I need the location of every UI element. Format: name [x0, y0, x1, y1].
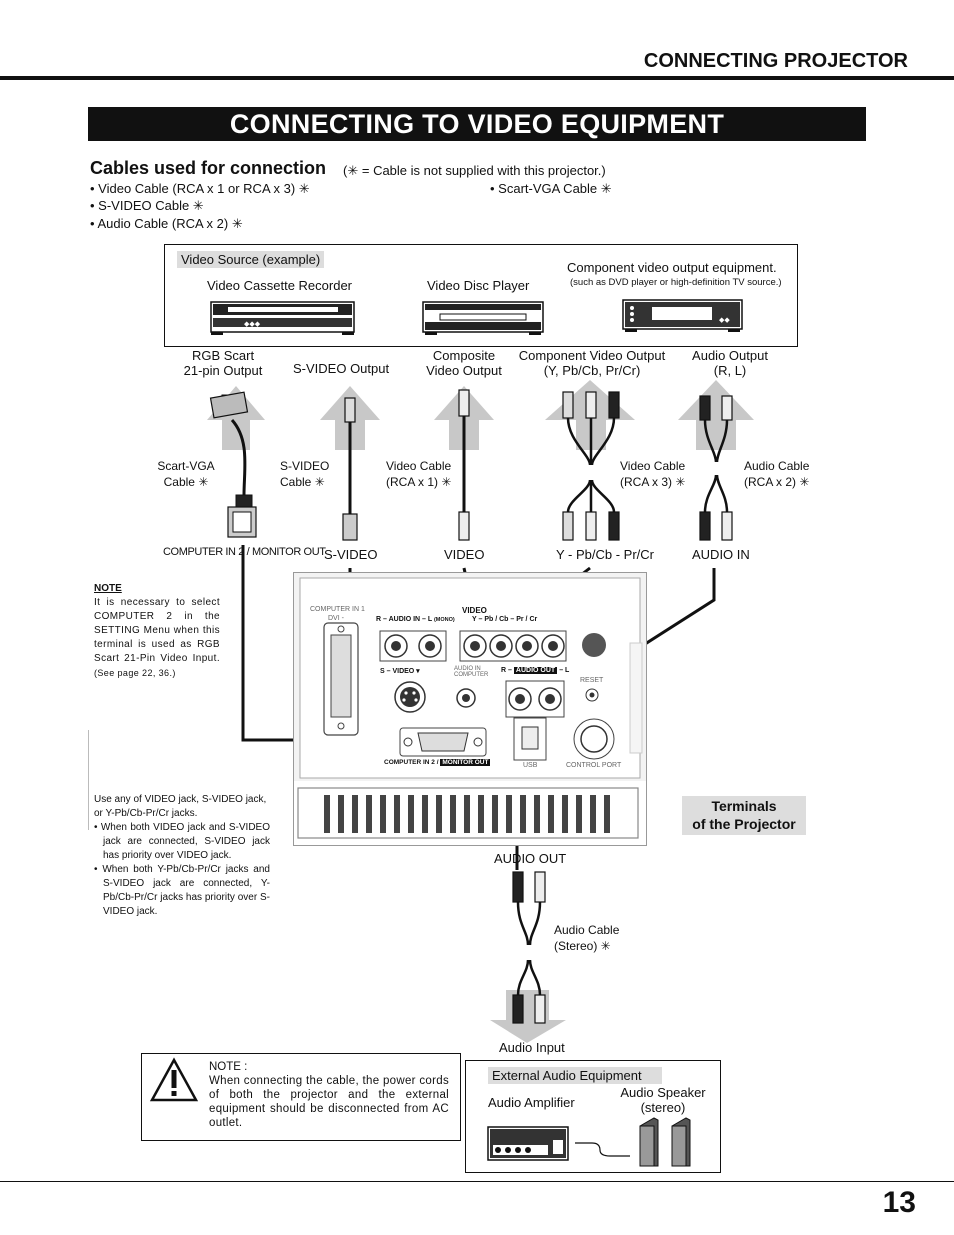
component-cable [562, 391, 620, 541]
audio-cable-rca2-label: Audio Cable(RCA x 2) ✳ [744, 459, 810, 489]
page-title: CONNECTING TO VIDEO EQUIPMENT [88, 107, 866, 141]
audio-out-label: AUDIO OUT [494, 851, 567, 866]
panel-reset: RESET [580, 677, 604, 684]
video-cable-rca1-label: Video Cable(RCA x 1) ✳ [386, 459, 452, 489]
video-source-label: Video Source (example) [177, 251, 325, 268]
disc-player-label: Video Disc Player [427, 278, 530, 293]
cables-heading: Cables used for connection [90, 158, 327, 178]
projector-terminal-panel: COMPUTER IN 1 DVI - R – AUDIO IN – L (MO… [293, 572, 647, 846]
speaker-left [639, 1117, 659, 1167]
svideo-in-label: S-VIDEO [324, 547, 378, 562]
note-scart: NOTE It is necessary to select COMPUTER … [94, 583, 220, 678]
footer-rule [0, 1181, 954, 1182]
video-in-label: VIDEO [444, 547, 485, 562]
panel-dvi: DVI - [328, 615, 344, 622]
audio-input-label: Audio Input [499, 1040, 565, 1055]
speaker-wire [575, 1142, 630, 1157]
vcr-device: ◆◆◆ [210, 301, 355, 335]
note-priority: Use any of VIDEO jack, S-VIDEO jack, or … [94, 794, 270, 917]
page-number: 13 [882, 1186, 916, 1219]
panel-computer2: COMPUTER IN 2 / MONITOR OUT [384, 759, 491, 766]
video-source-box [164, 244, 798, 347]
panel-control-port: CONTROL PORT [566, 762, 622, 769]
panel-svideo: S – VIDEO ▾ [380, 668, 420, 675]
external-audio-label: External Audio Equipment [488, 1067, 662, 1084]
svideo-cable [342, 397, 358, 541]
panel-ypbpr: Y – Pb / Cb – Pr / Cr [472, 616, 538, 623]
panel-video: VIDEO [462, 606, 487, 615]
audio-in-label: AUDIO IN [692, 547, 750, 562]
panel-audio-out: R –AUDIO OUT– L [501, 667, 570, 674]
component-equipment-sub: (such as DVD player or high-definition T… [570, 277, 782, 288]
audio-cable-stereo-label: Audio Cable(Stereo) ✳ [554, 923, 620, 953]
warning-note-box [141, 1053, 461, 1141]
output-arrows [207, 380, 754, 450]
component-output-label: Component Video Output(Y, Pb/Cb, Pr/Cr) [518, 348, 666, 378]
video-cable-rca3-label: Video Cable(RCA x 3) ✳ [620, 459, 686, 489]
header-rule [0, 76, 954, 80]
vcr-label: Video Cassette Recorder [207, 278, 353, 293]
cable-mark: ✳ [347, 163, 359, 178]
panel-audio-in: R – AUDIO IN – L (MONO) [376, 616, 455, 623]
amplifier-device [487, 1126, 569, 1161]
svg-text:◆◆◆: ◆◆◆ [244, 321, 261, 328]
component-equipment-label: Component video output equipment. [567, 260, 777, 275]
audio-output-label: Audio Output(R, L) [692, 348, 768, 378]
svg-text:◆◆: ◆◆ [719, 317, 730, 324]
disc-player-device [422, 301, 544, 335]
cable-item-video: • Video Cable (RCA x 1 or RCA x 3) ✳ [90, 181, 310, 196]
note-divider [88, 730, 89, 830]
composite-cable [458, 389, 470, 541]
speaker-label: Audio Speaker(stereo) [620, 1085, 706, 1115]
warning-icon [149, 1057, 199, 1102]
amplifier-label: Audio Amplifier [488, 1095, 575, 1110]
audio-out-cable [490, 871, 566, 1043]
external-audio-box [465, 1060, 721, 1173]
audio-cable [699, 395, 733, 541]
cables-note: (✳ = Cable is not supplied with this pro… [343, 163, 606, 178]
cable-item-scart: • Scart-VGA Cable ✳ [490, 181, 612, 196]
cable-item-audio: • Audio Cable (RCA x 2) ✳ [90, 216, 243, 231]
cable-item-svideo: • S-VIDEO Cable ✳ [90, 198, 204, 213]
speaker-right [671, 1117, 691, 1167]
section-title: CONNECTING PROJECTOR [643, 50, 908, 72]
warning-note: NOTE : When connecting the cable, the po… [209, 1061, 449, 1129]
panel-drawing [294, 573, 646, 845]
panel-usb: USB [523, 762, 538, 769]
scart-vga-cable [209, 391, 257, 538]
component-device: ◆◆ [622, 299, 743, 332]
ypbpr-in-label: Y - Pb/Cb - Pr/Cr [556, 547, 655, 562]
panel-computer1: COMPUTER IN 1 [310, 606, 365, 613]
svideo-output-label: S-VIDEO Output [293, 361, 390, 376]
